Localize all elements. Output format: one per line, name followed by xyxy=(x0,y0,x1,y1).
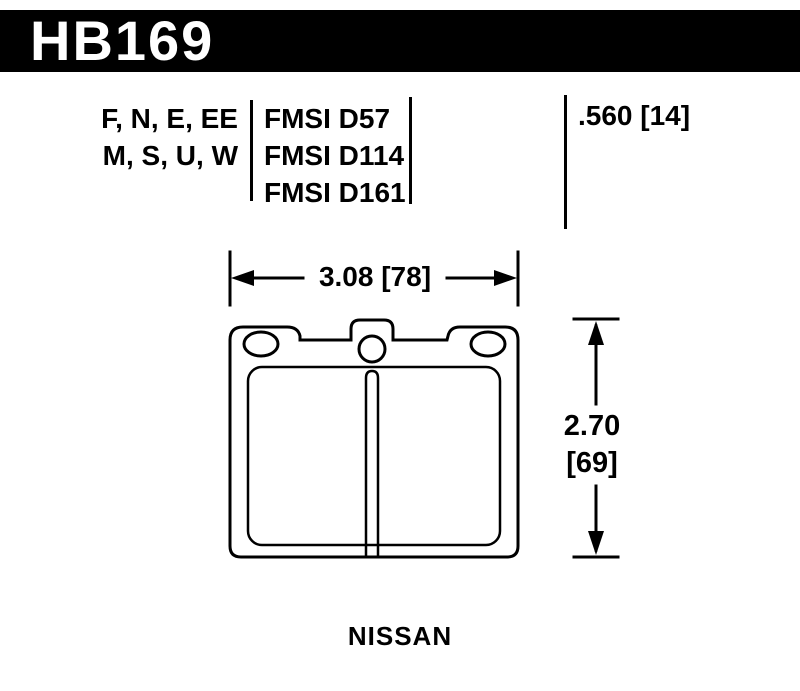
pad-thickness-label: .560 [14] xyxy=(578,100,691,131)
thickness-divider xyxy=(564,95,567,229)
compound-codes: F, N, E, EE M, S, U, W xyxy=(40,100,238,174)
part-number: HB169 xyxy=(30,9,215,72)
height-dimension-inches: 2.70 xyxy=(563,410,621,442)
table-divider-1 xyxy=(250,100,253,201)
fmsi-numbers: FMSI D57 FMSI D114 FMSI D161 xyxy=(264,100,406,211)
width-dimension-label: 3.08 [78] xyxy=(318,261,432,292)
table-divider-2 xyxy=(409,97,412,204)
vehicle-make: NISSAN xyxy=(347,621,453,651)
fmsi-row: FMSI D161 xyxy=(264,177,406,208)
compound-row: F, N, E, EE xyxy=(101,103,238,134)
fmsi-row: FMSI D114 xyxy=(264,140,405,171)
pad-friction-contour xyxy=(246,365,502,547)
height-dimension-label: 2.70 [69] xyxy=(550,408,634,482)
height-arrow-down-head xyxy=(588,531,604,555)
pad-outline xyxy=(228,318,520,559)
height-arrow-up-head xyxy=(588,321,604,345)
pad-center-slot xyxy=(364,369,380,558)
part-number-bar: HB169 xyxy=(0,10,800,72)
pad-center-hole xyxy=(357,334,387,364)
pad-left-hole xyxy=(242,330,280,358)
compound-row: M, S, U, W xyxy=(102,140,238,171)
fmsi-row: FMSI D57 xyxy=(264,103,391,134)
pad-right-hole xyxy=(469,330,507,358)
width-arrow-left-head xyxy=(231,270,254,286)
height-dimension-mm: [69] xyxy=(566,447,618,479)
width-arrow-right-head xyxy=(494,270,517,286)
